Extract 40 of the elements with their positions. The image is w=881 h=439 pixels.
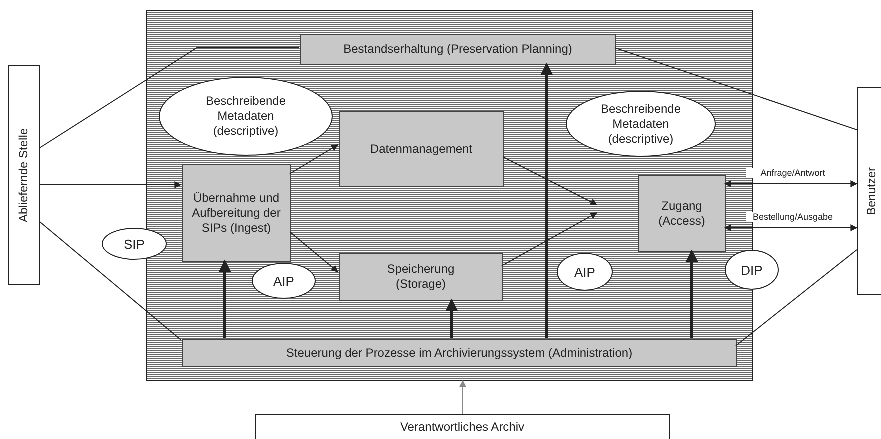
node-label: AIP <box>574 264 596 280</box>
node-label: Zugang (Access) <box>658 198 706 228</box>
node-label: Datenmanagement <box>369 142 474 156</box>
arrow <box>540 62 554 338</box>
node-label: Übernahme und Aufbereitung der SIPs (Ingest) <box>191 190 282 236</box>
ellipse-node <box>725 250 779 290</box>
actor-box <box>857 87 881 295</box>
node-label: Benutzer <box>865 166 880 216</box>
arrow <box>290 232 339 272</box>
node-label: SIP <box>123 236 146 252</box>
node-label: Bestandserhaltung (Preservation Planning) <box>342 42 574 57</box>
arrow <box>502 156 598 206</box>
process-box <box>182 339 737 367</box>
process-box <box>182 164 291 262</box>
process-box <box>300 34 616 65</box>
process-box <box>638 175 726 252</box>
actor-box <box>255 414 670 439</box>
connector-line <box>736 250 858 346</box>
node-label: Beschreibende Metadaten (descriptive) <box>600 102 682 146</box>
arrow <box>446 298 458 338</box>
arrow <box>218 260 232 338</box>
node-label: DIP <box>740 262 764 278</box>
node-label: Abliefernde Stelle <box>16 128 32 222</box>
arrow <box>686 250 698 338</box>
process-box <box>339 253 503 301</box>
connector-line <box>614 48 858 130</box>
node-label: Beschreibende Metadaten (descriptive) <box>204 94 288 139</box>
node-label: AIP <box>272 274 296 288</box>
node-label: Speicherung (Storage) <box>386 262 456 292</box>
process-box <box>339 111 504 187</box>
connector-line <box>40 48 300 148</box>
node-label: Verantwortliches Archiv <box>400 420 525 435</box>
actor-box <box>8 65 40 285</box>
connector-line <box>40 222 182 340</box>
node-label: Steuerung der Prozesse im Archivierungssystem (Administration) <box>285 346 634 360</box>
arrow <box>290 144 339 174</box>
arrow <box>724 180 858 188</box>
arrow <box>460 380 466 414</box>
arrow <box>724 224 858 232</box>
arrow <box>40 182 182 188</box>
